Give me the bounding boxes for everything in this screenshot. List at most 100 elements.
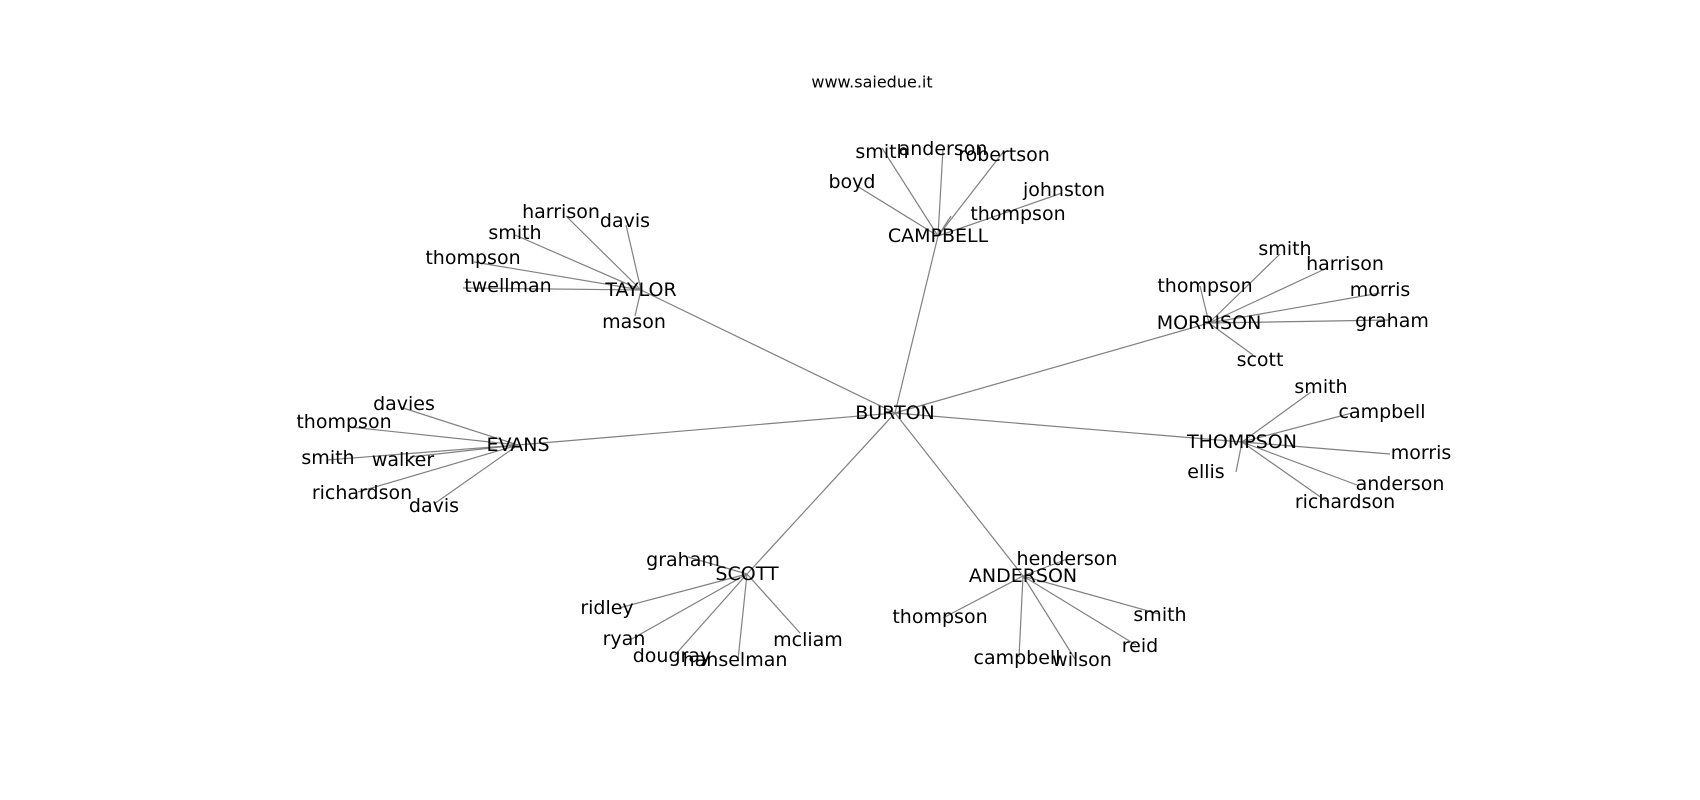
edge-taylor-davis	[625, 224, 642, 291]
group-node-label: MORRISON	[1157, 312, 1262, 334]
edge-taylor-smith	[514, 234, 642, 291]
leaf-node-label: smith	[488, 222, 541, 244]
edge-root-campbell	[894, 235, 939, 414]
leaf-node-label: mason	[602, 311, 666, 333]
edge-thompson-morris	[1241, 441, 1391, 455]
labels-layer: BURTON CAMPBELL smith anderson robertson boyd…	[296, 138, 1451, 671]
leaf-node-label: dougray	[633, 645, 712, 667]
leaf-node-label: robertson	[958, 144, 1050, 166]
edge-root-scott	[746, 412, 896, 575]
leaf-node-label: ridley	[580, 597, 633, 619]
edge-anderson-campbell	[1018, 575, 1024, 658]
group-node-label: EVANS	[486, 434, 549, 456]
edge-campbell-thompson	[937, 215, 952, 237]
edge-scott-mcliam	[746, 573, 801, 634]
edge-taylor-thompson	[473, 261, 642, 291]
leaf-node-label: smith	[1258, 238, 1311, 260]
edge-evans-davis	[433, 444, 519, 505]
leaf-node-label: ellis	[1187, 461, 1224, 483]
leaf-node-label: davis	[600, 210, 650, 232]
edge-campbell-boyd	[856, 185, 939, 237]
watermark: www.saiedue.it	[811, 73, 932, 92]
leaf-node-label: smith	[1294, 376, 1347, 398]
edge-taylor-twellman	[462, 287, 642, 291]
edge-morrison-morris	[1208, 292, 1381, 324]
group-node-label: TAYLOR	[604, 279, 676, 301]
leaf-node-label: graham	[1355, 310, 1429, 332]
edge-evans-walker	[409, 444, 519, 458]
edge-thompson-campbell	[1241, 412, 1353, 443]
leaf-node-label: smith	[855, 141, 908, 163]
edge-root-anderson	[894, 412, 1024, 577]
leaf-node-label: reid	[1122, 635, 1158, 657]
edge-scott-ridley	[618, 573, 748, 609]
leaf-node-label: harrison	[522, 201, 600, 223]
edge-evans-richardson	[357, 444, 519, 493]
edge-taylor-mason	[634, 289, 642, 317]
leaf-node-label: morris	[1391, 442, 1452, 464]
leaf-node-label: hanselman	[683, 649, 788, 671]
edge-root-morrison	[894, 322, 1210, 414]
edge-thompson-richardson	[1241, 441, 1330, 504]
edge-morrison-smith	[1208, 253, 1281, 324]
edge-thompson-anderson	[1241, 441, 1358, 486]
leaf-node-label: richardson	[1295, 491, 1395, 513]
leaf-node-label: thompson	[296, 411, 391, 433]
edge-taylor-harrison	[565, 215, 642, 291]
edge-evans-thompson	[349, 426, 519, 446]
leaf-node-label: smith	[301, 447, 354, 469]
edge-root-thompson	[894, 412, 1243, 443]
leaf-node-label: smith	[1133, 604, 1186, 626]
edge-anderson-henderson	[1022, 558, 1068, 577]
leaf-node-label: johnston	[1022, 179, 1105, 201]
edge-thompson-smith	[1241, 391, 1312, 443]
leaf-node-label: thompson	[892, 606, 987, 628]
leaf-node-label: campbell	[1339, 401, 1426, 423]
edge-morrison-thompson	[1199, 285, 1210, 324]
edge-anderson-reid	[1022, 575, 1137, 646]
leaf-node-label: davies	[373, 393, 435, 415]
group-node-label: CAMPBELL	[888, 225, 989, 247]
edge-campbell-anderson	[937, 148, 944, 237]
edge-scott-hanselman	[737, 573, 748, 661]
leaf-node-label: walker	[372, 449, 434, 471]
edge-anderson-smith	[1022, 575, 1160, 615]
edge-campbell-johnston	[937, 192, 1063, 237]
leaf-node-label: richardson	[312, 482, 412, 504]
leaf-node-label: boyd	[829, 171, 876, 193]
group-node-label: THOMPSON	[1186, 431, 1297, 453]
edge-campbell-smith	[881, 147, 939, 237]
edge-root-taylor	[640, 289, 896, 414]
leaf-node-label: twellman	[464, 275, 551, 297]
leaf-node-label: davis	[409, 495, 459, 517]
leaf-node-label: harrison	[1306, 253, 1384, 275]
edge-campbell-robertson	[937, 150, 1005, 237]
leaf-node-label: scott	[1237, 349, 1284, 371]
edge-root-evans	[517, 412, 896, 446]
edge-anderson-thompson	[942, 575, 1024, 619]
edge-evans-davies	[399, 406, 519, 446]
edge-scott-graham	[687, 556, 748, 575]
leaf-node-label: thompson	[1157, 275, 1252, 297]
leaf-node-label: campbell	[974, 647, 1061, 669]
edge-scott-dougray	[674, 573, 748, 656]
leaf-node-label: mcliam	[773, 629, 843, 651]
leaf-node-label: graham	[646, 549, 720, 571]
leaf-node-label: thompson	[425, 247, 520, 269]
edge-evans-smith	[326, 444, 519, 461]
edge-thompson-ellis	[1235, 441, 1243, 473]
edge-anderson-wilson	[1022, 575, 1076, 660]
group-node-label: ANDERSON	[969, 565, 1077, 587]
leaf-node-label: thompson	[970, 203, 1065, 225]
edge-morrison-scott	[1208, 322, 1254, 356]
edge-morrison-graham	[1208, 319, 1391, 324]
root-node-label: BURTON	[855, 402, 935, 424]
edge-morrison-harrison	[1208, 267, 1328, 324]
leaf-node-label: henderson	[1017, 548, 1118, 570]
leaf-node-label: anderson	[1356, 473, 1445, 495]
leaf-node-label: ryan	[603, 628, 646, 650]
leaf-node-label: morris	[1350, 279, 1411, 301]
leaf-node-label: wilson	[1052, 649, 1112, 671]
edge-scott-ryan	[629, 573, 748, 641]
